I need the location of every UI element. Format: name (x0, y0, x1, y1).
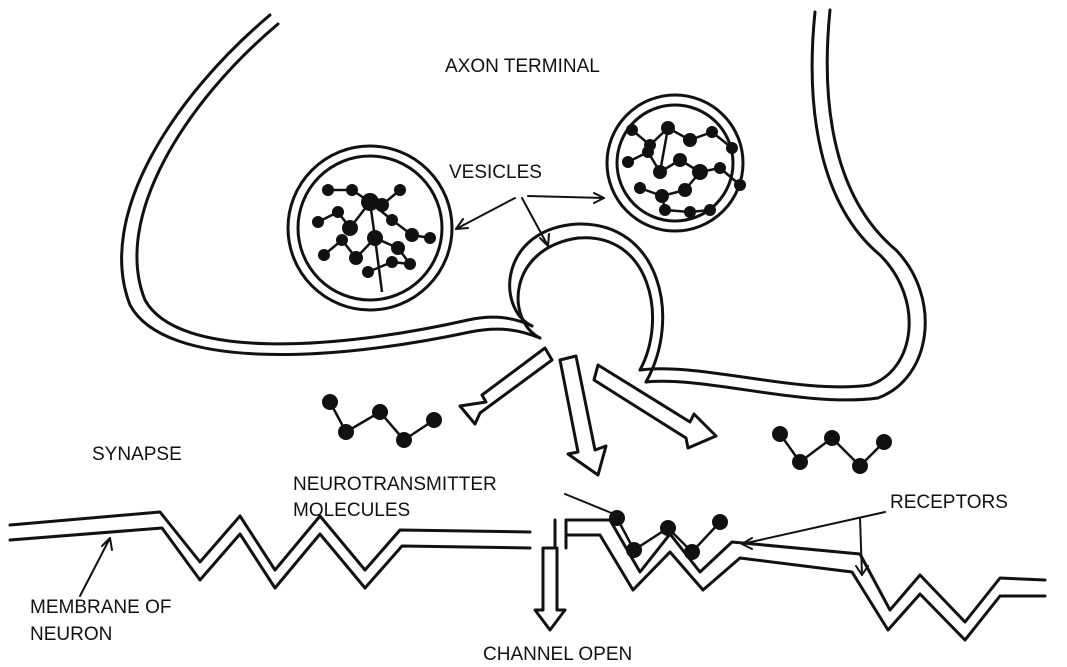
membrane-label-line1: MEMBRANE OF (30, 597, 171, 618)
vesicle-right (607, 95, 746, 231)
free-molecule-right (772, 426, 892, 474)
neurotransmitter-label-line2: MOLECULES (293, 500, 410, 521)
channel-open-arrow (535, 548, 565, 630)
axon-terminal-label: AXON TERMINAL (445, 56, 600, 77)
neurotransmitter-leader (565, 494, 614, 514)
membrane-leader (80, 538, 110, 596)
neurotransmitter-label-line1: NEUROTRANSMITTER (293, 474, 497, 495)
receptors-leader-left (742, 512, 885, 544)
synapse-label: SYNAPSE (92, 444, 182, 465)
vesicle-left-molecules (312, 184, 436, 292)
channel-open-label: CHANNEL OPEN (483, 644, 632, 665)
membrane-label-line2: NEURON (30, 624, 112, 645)
receptors-label: RECEPTORS (890, 492, 1008, 513)
vesicle-left (288, 146, 452, 310)
vesicles-label: VESICLES (449, 162, 542, 183)
release-arrow-left (460, 348, 552, 424)
free-molecule-left (322, 394, 442, 448)
ion-channel (535, 520, 566, 630)
receptors-leader-right (860, 518, 862, 575)
release-arrow-right (594, 365, 716, 448)
release-arrows (460, 348, 716, 475)
postsynaptic-membrane (10, 512, 1045, 640)
